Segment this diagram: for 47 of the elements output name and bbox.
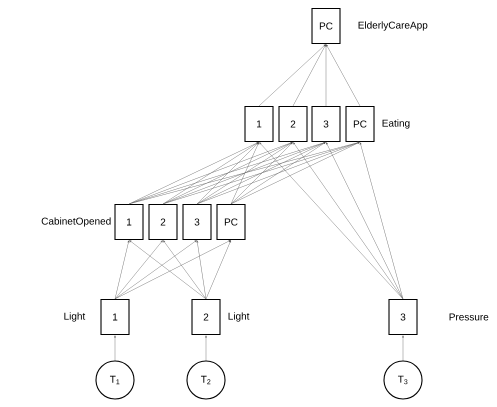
node-box: 1 bbox=[244, 106, 274, 142]
node-label: Pressure bbox=[450, 314, 488, 320]
arrow bbox=[360, 142, 404, 300]
arrow bbox=[326, 142, 404, 300]
arrow bbox=[196, 142, 259, 204]
node-box: 3 bbox=[311, 106, 341, 142]
arrow bbox=[293, 142, 404, 300]
node-box: 3 bbox=[388, 298, 418, 336]
arrow bbox=[402, 335, 404, 361]
arrow bbox=[114, 240, 163, 300]
arrow bbox=[325, 44, 327, 106]
arrow bbox=[162, 142, 259, 204]
arrow bbox=[196, 240, 206, 300]
arrow bbox=[114, 240, 197, 300]
arrow bbox=[292, 44, 326, 106]
node-box: PC bbox=[311, 8, 341, 44]
arrow bbox=[114, 240, 130, 300]
node-box: 3 bbox=[182, 204, 212, 240]
arrow bbox=[230, 142, 259, 204]
arrow bbox=[163, 240, 206, 300]
arrow bbox=[129, 240, 206, 300]
arrow bbox=[230, 142, 326, 204]
arrow bbox=[230, 142, 293, 204]
arrow bbox=[114, 240, 231, 300]
node-box: 1 bbox=[100, 298, 130, 336]
node-box: 2 bbox=[191, 298, 221, 336]
node-box: 1 bbox=[114, 204, 144, 240]
arrow bbox=[259, 142, 404, 300]
arrow bbox=[230, 142, 360, 204]
arrow bbox=[206, 240, 231, 300]
node-box: 2 bbox=[148, 204, 178, 240]
arrow bbox=[205, 335, 207, 361]
arrow bbox=[258, 44, 326, 106]
arrow bbox=[196, 142, 293, 204]
arrow bbox=[326, 44, 360, 106]
arrow bbox=[128, 142, 259, 204]
node-box: PC bbox=[216, 204, 246, 240]
node-label: Eating bbox=[382, 119, 410, 129]
node-box: 2 bbox=[278, 106, 308, 142]
arrow bbox=[196, 142, 360, 204]
node-label: Light bbox=[228, 312, 250, 322]
arrow bbox=[114, 335, 116, 361]
node-label: CabinetOpened bbox=[42, 217, 111, 227]
node-box: PC bbox=[345, 106, 375, 142]
node-label: ElderlyCareApp bbox=[358, 21, 428, 31]
node-label: Light bbox=[64, 312, 86, 322]
arrow bbox=[196, 142, 326, 204]
